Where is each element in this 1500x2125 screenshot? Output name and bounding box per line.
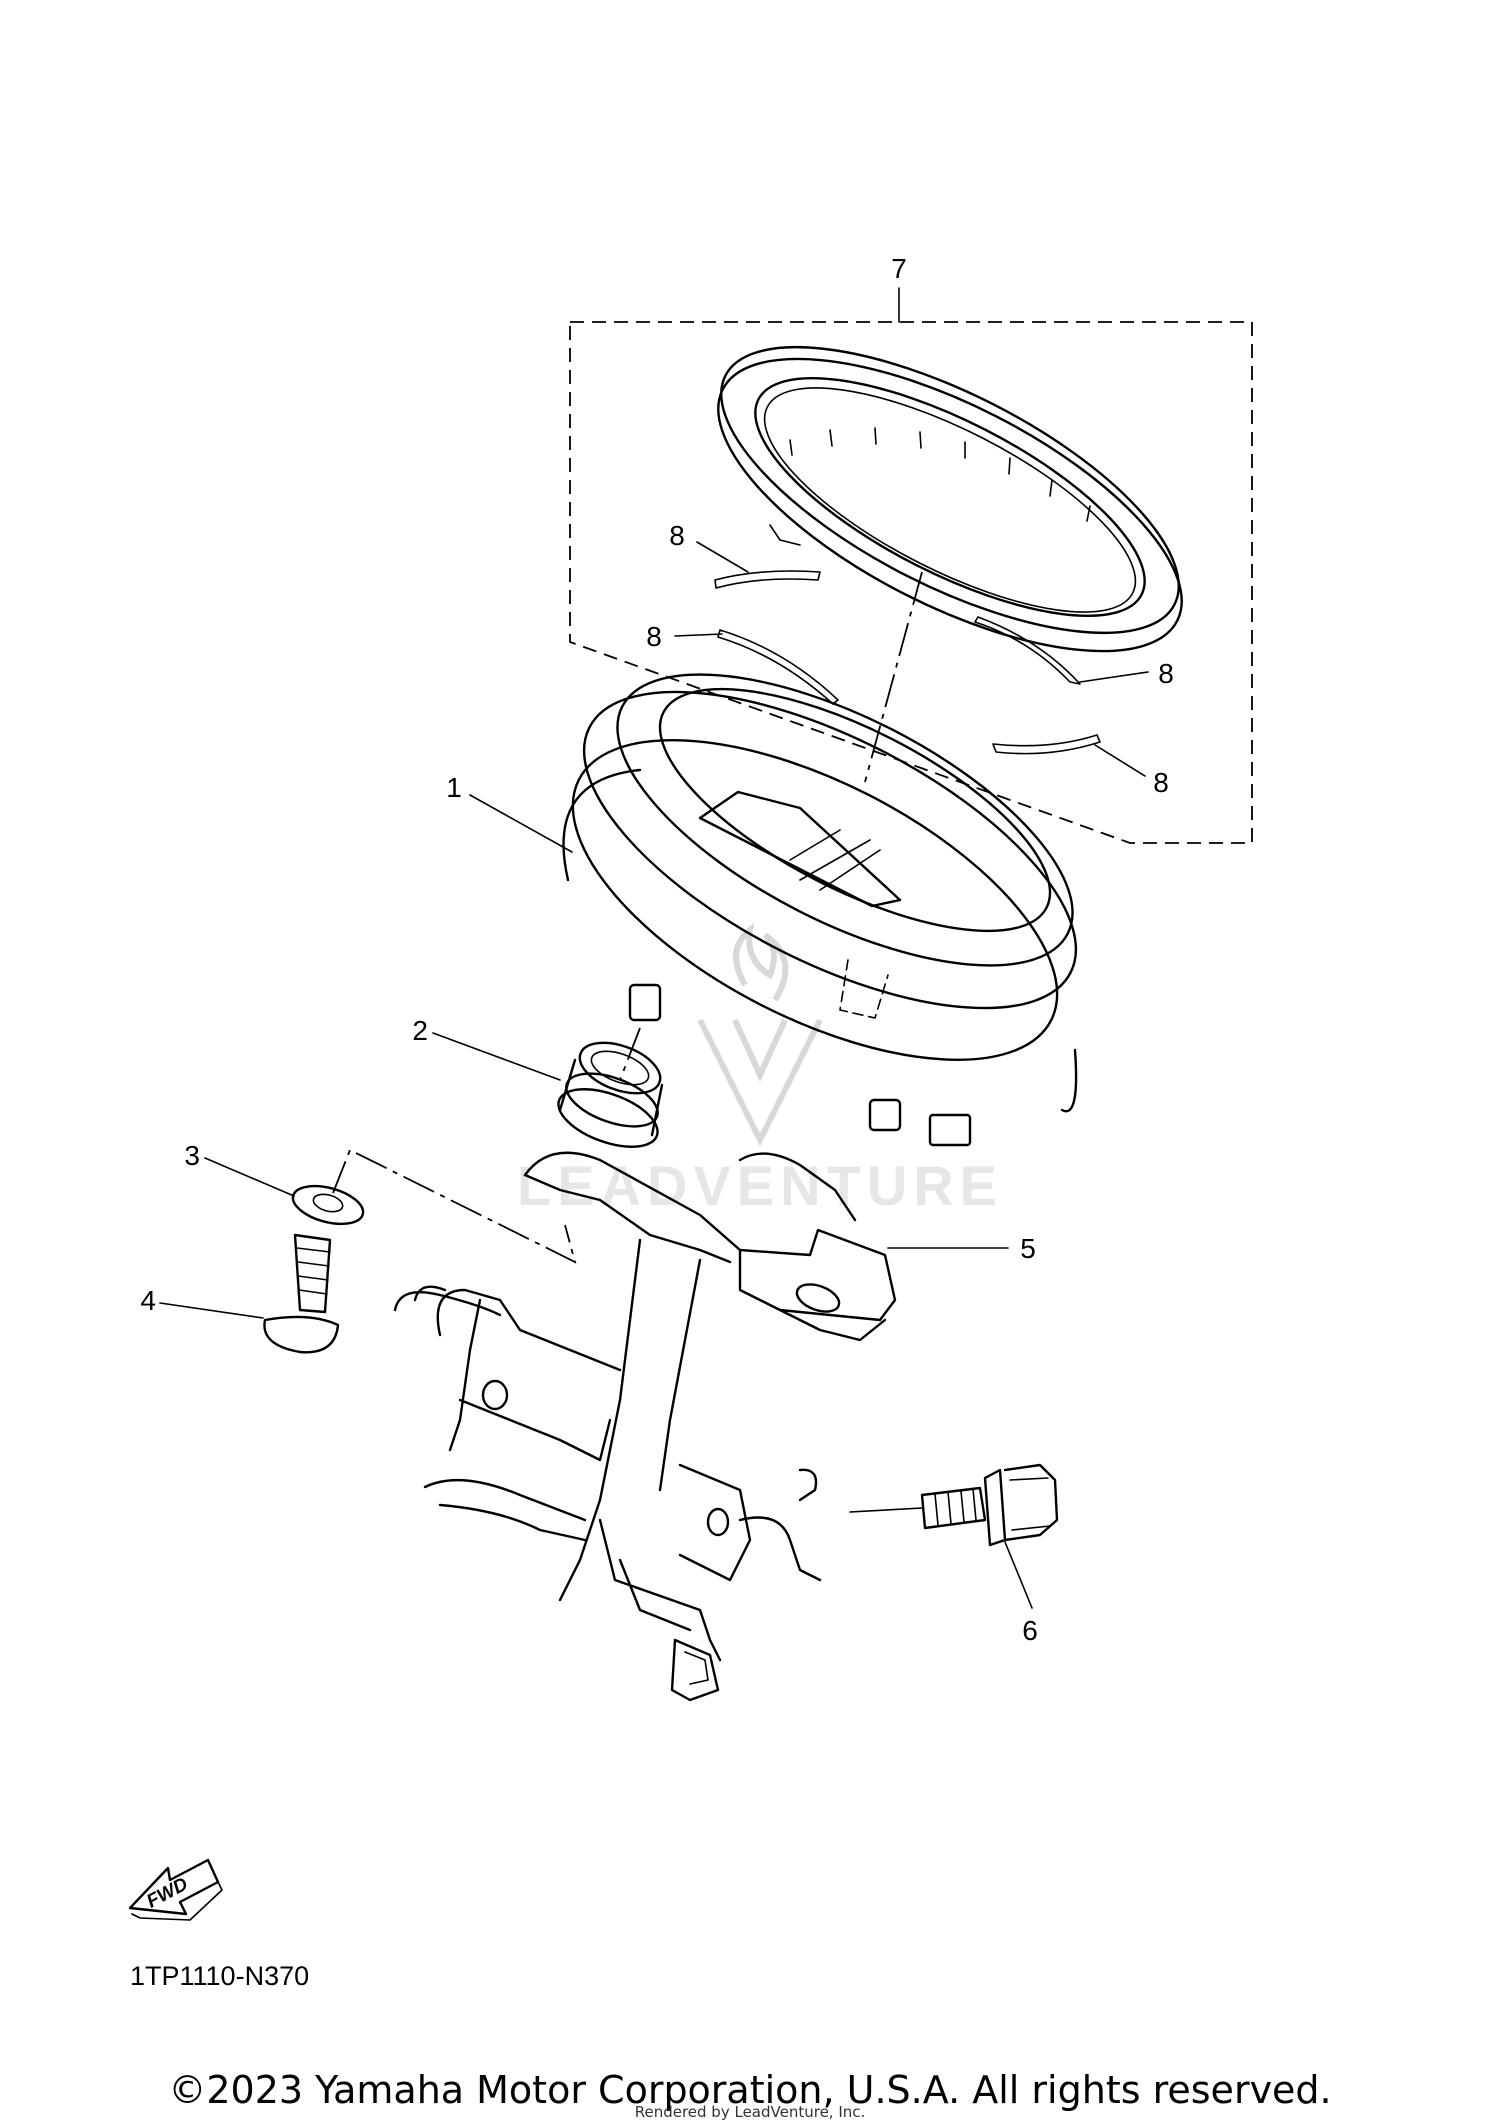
trim-strip-8b [717, 629, 839, 705]
diagram-code: 1TP1110-N370 [130, 1961, 309, 1991]
assembly-line-ring-meter [864, 571, 923, 783]
meter-assembly [562, 673, 1078, 1147]
assembly-line-grommet [619, 1027, 641, 1081]
trim-strip-8a [714, 570, 821, 589]
callout-7: 7 [891, 253, 907, 284]
leader-8b [674, 633, 723, 637]
trim-strip-8c [974, 616, 1081, 685]
callout-3: 3 [184, 1140, 200, 1171]
kit-boundary-7 [569, 321, 1253, 844]
rendered-by-notice: Rendered by LeadVenture, Inc. [634, 2103, 866, 2121]
watermark-text: LEADVENTURE [517, 1154, 1003, 1217]
leader-6 [1004, 1541, 1033, 1609]
callout-5: 5 [1020, 1233, 1036, 1264]
bezel-ring [717, 345, 1183, 653]
copyright-notice: ©2023 Yamaha Motor Corporation, U.S.A. A… [168, 2068, 1332, 2112]
callout-8d: 8 [1153, 767, 1169, 798]
flange-bolt [920, 1463, 1059, 1547]
washer [291, 1184, 365, 1226]
callout-8b: 8 [646, 621, 662, 652]
fwd-label: FWD [143, 1874, 191, 1913]
callout-2: 2 [412, 1015, 428, 1046]
leader-1 [469, 794, 573, 853]
watermark-logo [697, 922, 823, 1147]
grommet [557, 1041, 664, 1148]
leader-3 [204, 1157, 295, 1197]
fwd-arrow: FWD [128, 1858, 223, 1921]
leader-8d [1094, 744, 1146, 777]
leader-4 [159, 1302, 264, 1319]
callout-8a: 8 [669, 520, 685, 551]
leader-8a [696, 541, 749, 573]
callout-8c: 8 [1158, 658, 1174, 689]
leader-8c [1079, 671, 1149, 683]
meter-bracket [393, 1151, 897, 1702]
callout-6: 6 [1022, 1615, 1038, 1646]
leader-bolt-bracket [849, 1507, 923, 1513]
leader-2 [432, 1032, 561, 1081]
assembly-line-screw [332, 1148, 577, 1264]
callout-4: 4 [140, 1285, 156, 1316]
trim-strip-8d [992, 734, 1101, 755]
callout-1: 1 [446, 772, 462, 803]
screw [263, 1233, 340, 1354]
